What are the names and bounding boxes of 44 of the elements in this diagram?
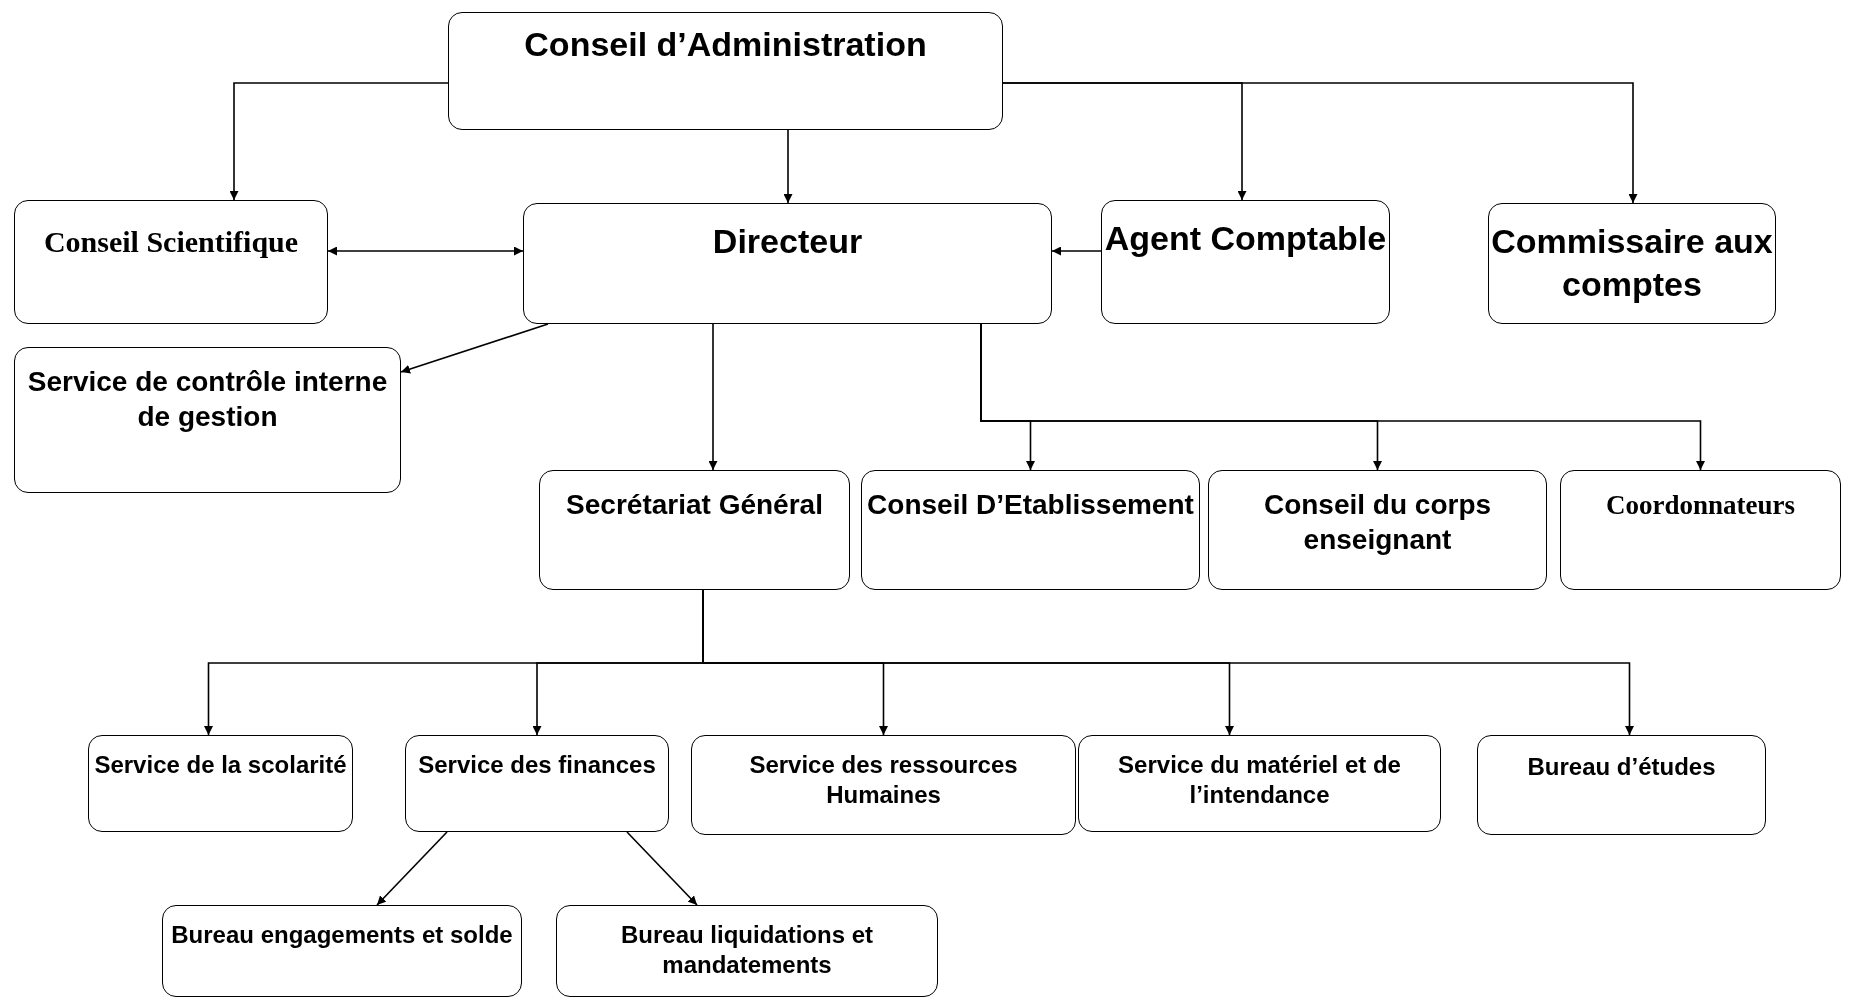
arrow: [400, 323, 549, 374]
arrow: [626, 831, 698, 906]
box-label: Bureau liquidations et mandatements: [620, 920, 874, 980]
arrow: [229, 82, 449, 201]
org-box: [14, 347, 401, 493]
arrow: [1002, 82, 1638, 204]
box-label: Commissaire aux comptes: [1490, 221, 1774, 305]
arrow: [708, 323, 718, 471]
arrow: [376, 831, 448, 906]
org-box: [1560, 470, 1841, 590]
org-box: [14, 200, 328, 324]
arrow: [1051, 246, 1102, 256]
org-box: [162, 905, 522, 997]
arrow: [783, 129, 793, 204]
box-label: Service des ressources Humaines: [748, 750, 1019, 810]
org-box: [1208, 470, 1547, 590]
box-label: Conseil D’Etablissement: [867, 488, 1194, 522]
org-box: [556, 905, 938, 997]
box-label: Bureau engagements et solde: [171, 920, 513, 950]
box-label: Service de contrôle interne de gestion: [26, 365, 389, 434]
box-label: Conseil d’Administration: [524, 24, 927, 65]
org-box: [1101, 200, 1390, 324]
org-box: [405, 735, 669, 832]
org-box: [1477, 735, 1766, 835]
box-label: Service des finances: [418, 750, 656, 780]
org-box: [1488, 203, 1776, 324]
org-box: [1078, 735, 1441, 832]
org-box: [861, 470, 1200, 590]
org-box: [539, 470, 850, 590]
box-label: Conseil du corps enseignant: [1262, 488, 1493, 557]
org-box: [691, 735, 1076, 835]
box-label: Service du matériel et de l’intendance: [1117, 750, 1402, 810]
arrow: [980, 323, 1705, 471]
org-box: [523, 203, 1052, 324]
box-label: Agent Comptable: [1104, 218, 1387, 259]
box-label: Bureau d’études: [1527, 752, 1716, 782]
box-label: Directeur: [712, 221, 863, 262]
box-label: Secrétariat Général: [566, 488, 823, 522]
box-label: Coordonnateurs: [1606, 489, 1795, 522]
arrow: [327, 246, 524, 256]
org-box: [448, 12, 1003, 130]
box-label: Service de la scolarité: [94, 750, 347, 780]
box-label: Conseil Scientifique: [43, 224, 299, 260]
org-box: [88, 735, 353, 832]
